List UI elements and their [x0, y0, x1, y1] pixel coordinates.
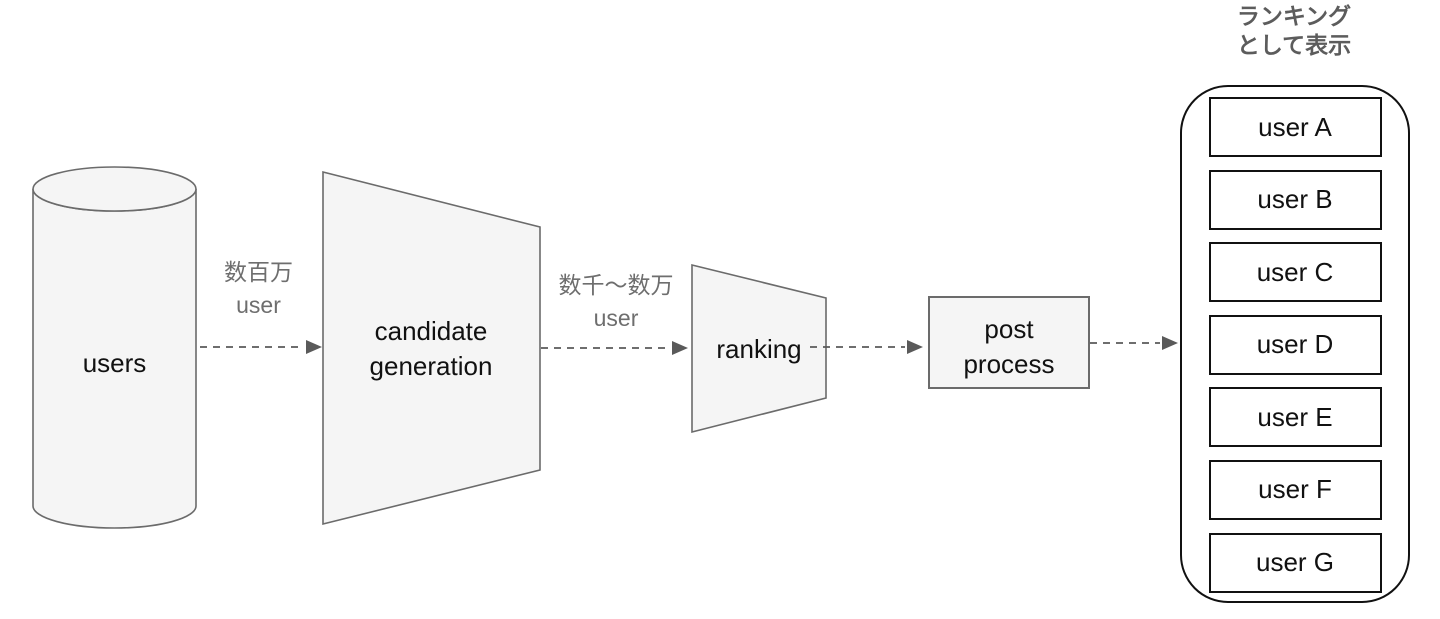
edge-label-thousands-line2: user — [593, 305, 639, 331]
arrow-postprocess-to-ranking-list — [1090, 336, 1178, 350]
candidate-generation-label-line1: candidate — [374, 316, 488, 346]
candidate-generation-trapezoid-shape — [322, 170, 541, 526]
ranking-list-item-user-c: user C — [1208, 242, 1382, 303]
post-process-rect-shape — [928, 296, 1090, 389]
ranking-list-item-user-f: user F — [1208, 459, 1382, 520]
edge-label-millions-line2: user — [236, 292, 281, 318]
post-process-node-label: post process — [929, 312, 1089, 382]
edge-label-millions-line1: 数百万 — [224, 259, 293, 285]
arrow-users-to-candidate — [200, 340, 322, 354]
post-process-label-line1: post — [984, 314, 1034, 344]
users-node-label: users — [82, 348, 147, 378]
edge-label-millions-of-users: 数百万 user — [188, 256, 329, 322]
ranking-list-title-line1: ランキング — [1236, 3, 1352, 29]
ranking-list-panel: user A user B user C user D user E user … — [1180, 85, 1410, 603]
post-process-label-line2: process — [963, 349, 1055, 379]
edge-label-thousands-of-users: 数千〜数万 user — [538, 269, 694, 335]
arrow-candidate-to-ranking — [541, 341, 688, 355]
arrow-ranking-to-postprocess — [810, 340, 923, 354]
ranking-list-title-line2: として表示 — [1236, 32, 1352, 58]
ranking-list-item-user-d: user D — [1208, 314, 1382, 375]
ranking-list-item-user-g: user G — [1208, 532, 1382, 593]
ranking-list-title: ランキング として表示 — [1194, 2, 1394, 60]
candidate-generation-node-label: candidate generation — [330, 314, 532, 384]
ranking-list-item-user-b: user B — [1208, 169, 1382, 230]
edge-label-thousands-line1: 数千〜数万 — [558, 272, 674, 298]
candidate-generation-label-line2: generation — [369, 351, 493, 381]
ranking-trapezoid-shape — [691, 263, 827, 434]
users-cylinder-shape — [32, 166, 197, 529]
ranking-list-item-user-e: user E — [1208, 387, 1382, 448]
ranking-list-item-user-a: user A — [1208, 97, 1382, 157]
ranking-node-label: ranking — [716, 334, 802, 364]
